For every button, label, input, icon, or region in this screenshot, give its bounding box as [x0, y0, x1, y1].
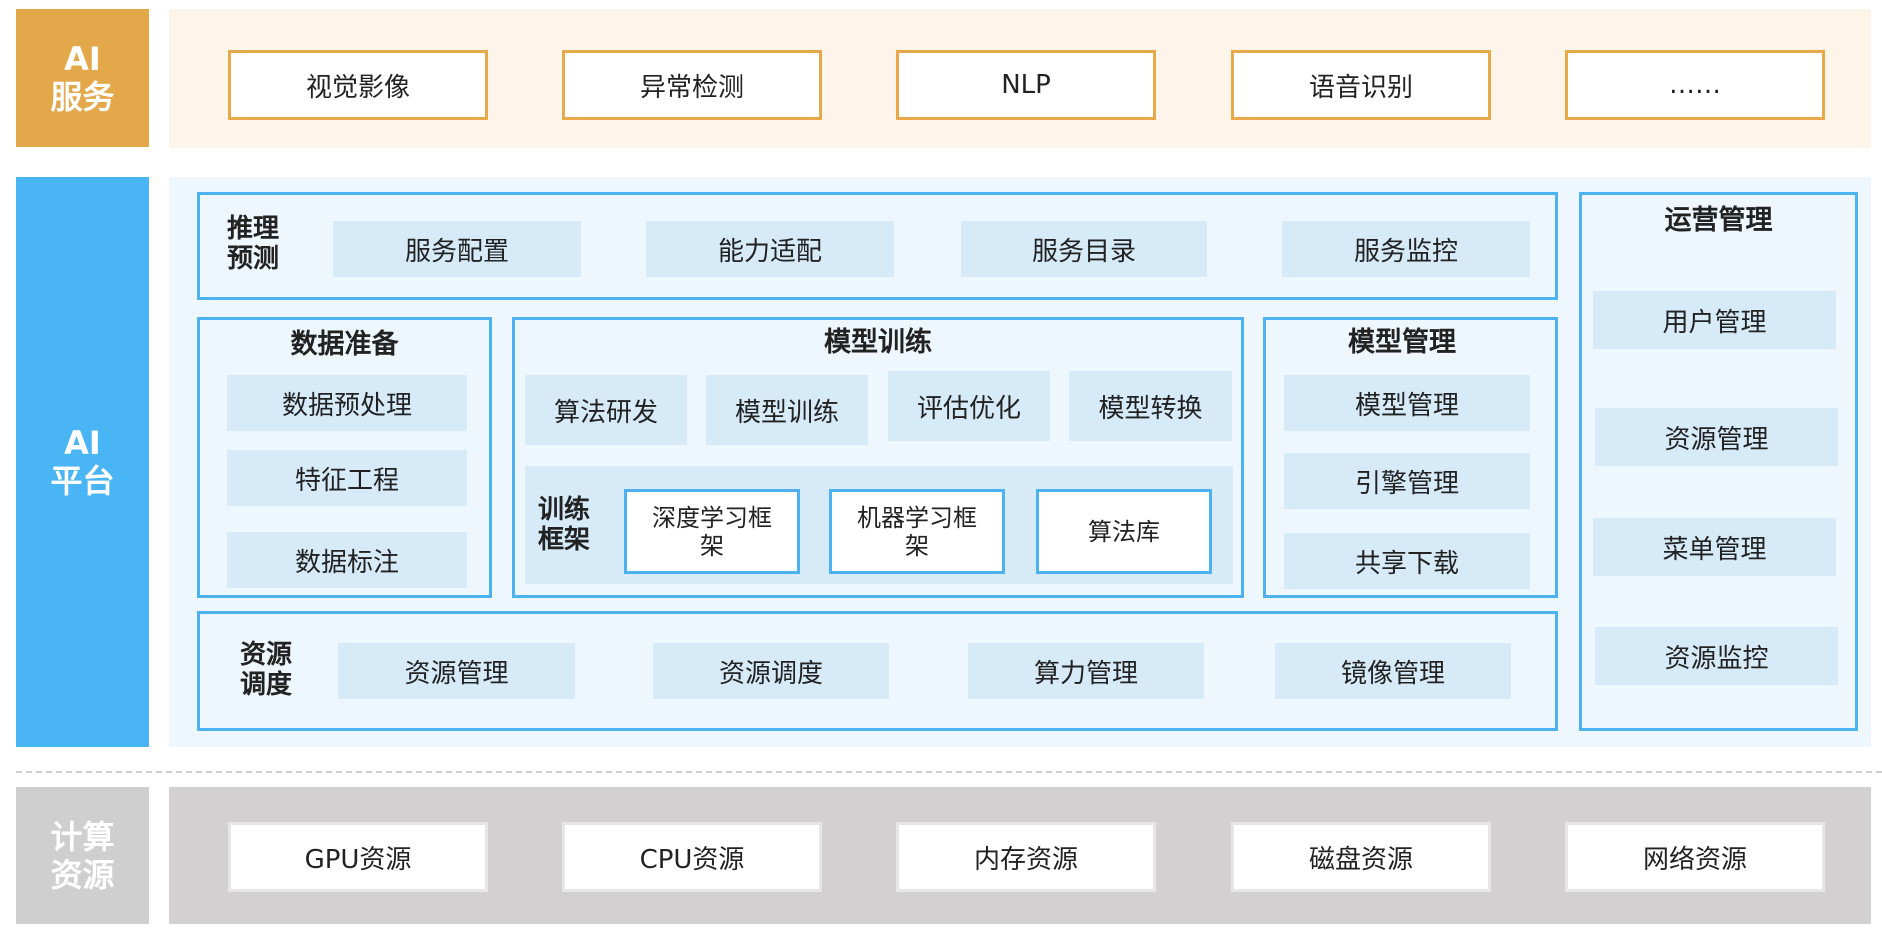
service-item: NLP: [896, 50, 1156, 120]
service-item: 语音识别: [1231, 50, 1491, 120]
data-prep-item: 数据标注: [227, 532, 467, 588]
model-training-item: 模型转换: [1069, 371, 1232, 441]
data-prep-item: 特征工程: [227, 450, 467, 506]
framework-item: 深度学习框 架: [624, 489, 800, 574]
ops-mgmt-item: 菜单管理: [1593, 518, 1836, 576]
ops-mgmt-item: 资源监控: [1595, 627, 1838, 685]
inference-item: 服务目录: [961, 221, 1207, 277]
model-training-item: 评估优化: [888, 371, 1050, 441]
ai-service-label: AI 服务: [16, 9, 149, 147]
resource-sched-item: 资源管理: [338, 643, 575, 699]
compute-item: 磁盘资源: [1231, 822, 1491, 892]
model-training-item: 模型训练: [706, 375, 868, 445]
inference-item: 服务配置: [333, 221, 581, 277]
model-training-title: 模型训练: [824, 327, 932, 358]
data-prep-item: 数据预处理: [227, 375, 467, 431]
model-mgmt-item: 引擎管理: [1284, 453, 1530, 509]
service-item: ……: [1565, 50, 1825, 120]
model-training-item: 算法研发: [525, 375, 687, 445]
resource-sched-title: 资源 调度: [240, 640, 293, 700]
compute-item: 网络资源: [1565, 822, 1825, 892]
ops-mgmt-frame: [1579, 192, 1858, 731]
layer-divider: [16, 771, 1882, 773]
training-framework-title: 训练 框架: [538, 495, 591, 555]
resource-sched-item: 资源调度: [653, 643, 889, 699]
ai-platform-label: AI 平台: [16, 177, 149, 747]
model-mgmt-title: 模型管理: [1348, 327, 1456, 358]
data-prep-frame: [197, 317, 492, 598]
resource-sched-item: 镜像管理: [1275, 643, 1511, 699]
model-mgmt-item: 共享下载: [1284, 533, 1530, 589]
ops-mgmt-title: 运营管理: [1664, 205, 1773, 236]
inference-item: 能力适配: [646, 221, 894, 277]
resource-sched-item: 算力管理: [968, 643, 1204, 699]
service-item: 视觉影像: [228, 50, 488, 120]
ops-mgmt-item: 资源管理: [1595, 408, 1838, 466]
compute-item: GPU资源: [228, 822, 488, 892]
service-item: 异常检测: [562, 50, 822, 120]
inference-title: 推理 预测: [227, 214, 280, 274]
compute-item: CPU资源: [562, 822, 822, 892]
model-training-frame: [512, 317, 1244, 598]
ops-mgmt-item: 用户管理: [1593, 291, 1836, 349]
data-prep-title: 数据准备: [290, 329, 399, 360]
compute-label: 计算 资源: [16, 787, 149, 924]
model-mgmt-item: 模型管理: [1284, 375, 1530, 431]
inference-frame: [197, 192, 1558, 300]
resource-sched-frame: [197, 611, 1558, 731]
compute-item: 内存资源: [896, 822, 1156, 892]
model-mgmt-frame: [1263, 317, 1558, 598]
framework-item: 机器学习框 架: [829, 489, 1005, 574]
framework-item: 算法库: [1036, 489, 1212, 574]
inference-item: 服务监控: [1282, 221, 1530, 277]
